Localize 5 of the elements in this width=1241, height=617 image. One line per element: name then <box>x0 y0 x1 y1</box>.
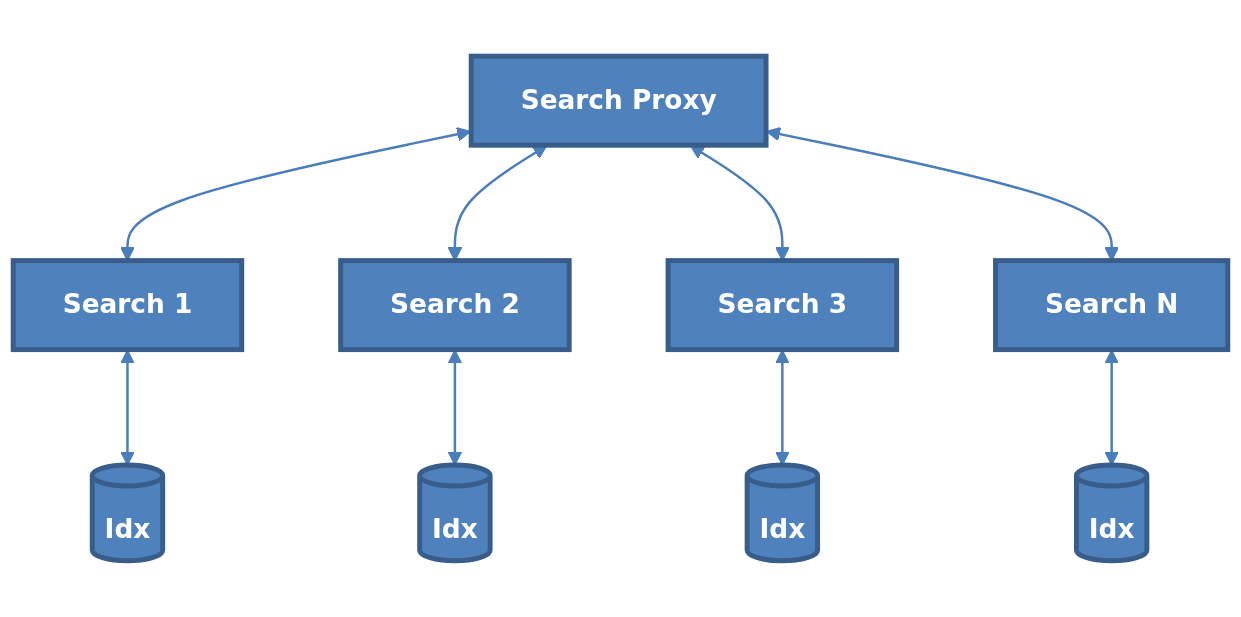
node-box: Search 2 <box>338 258 572 353</box>
node-box: Search 3 <box>665 258 900 353</box>
node-box: Search Proxy <box>468 53 769 148</box>
node-box: Search N <box>993 258 1231 353</box>
node-box: Search 1 <box>10 258 245 353</box>
